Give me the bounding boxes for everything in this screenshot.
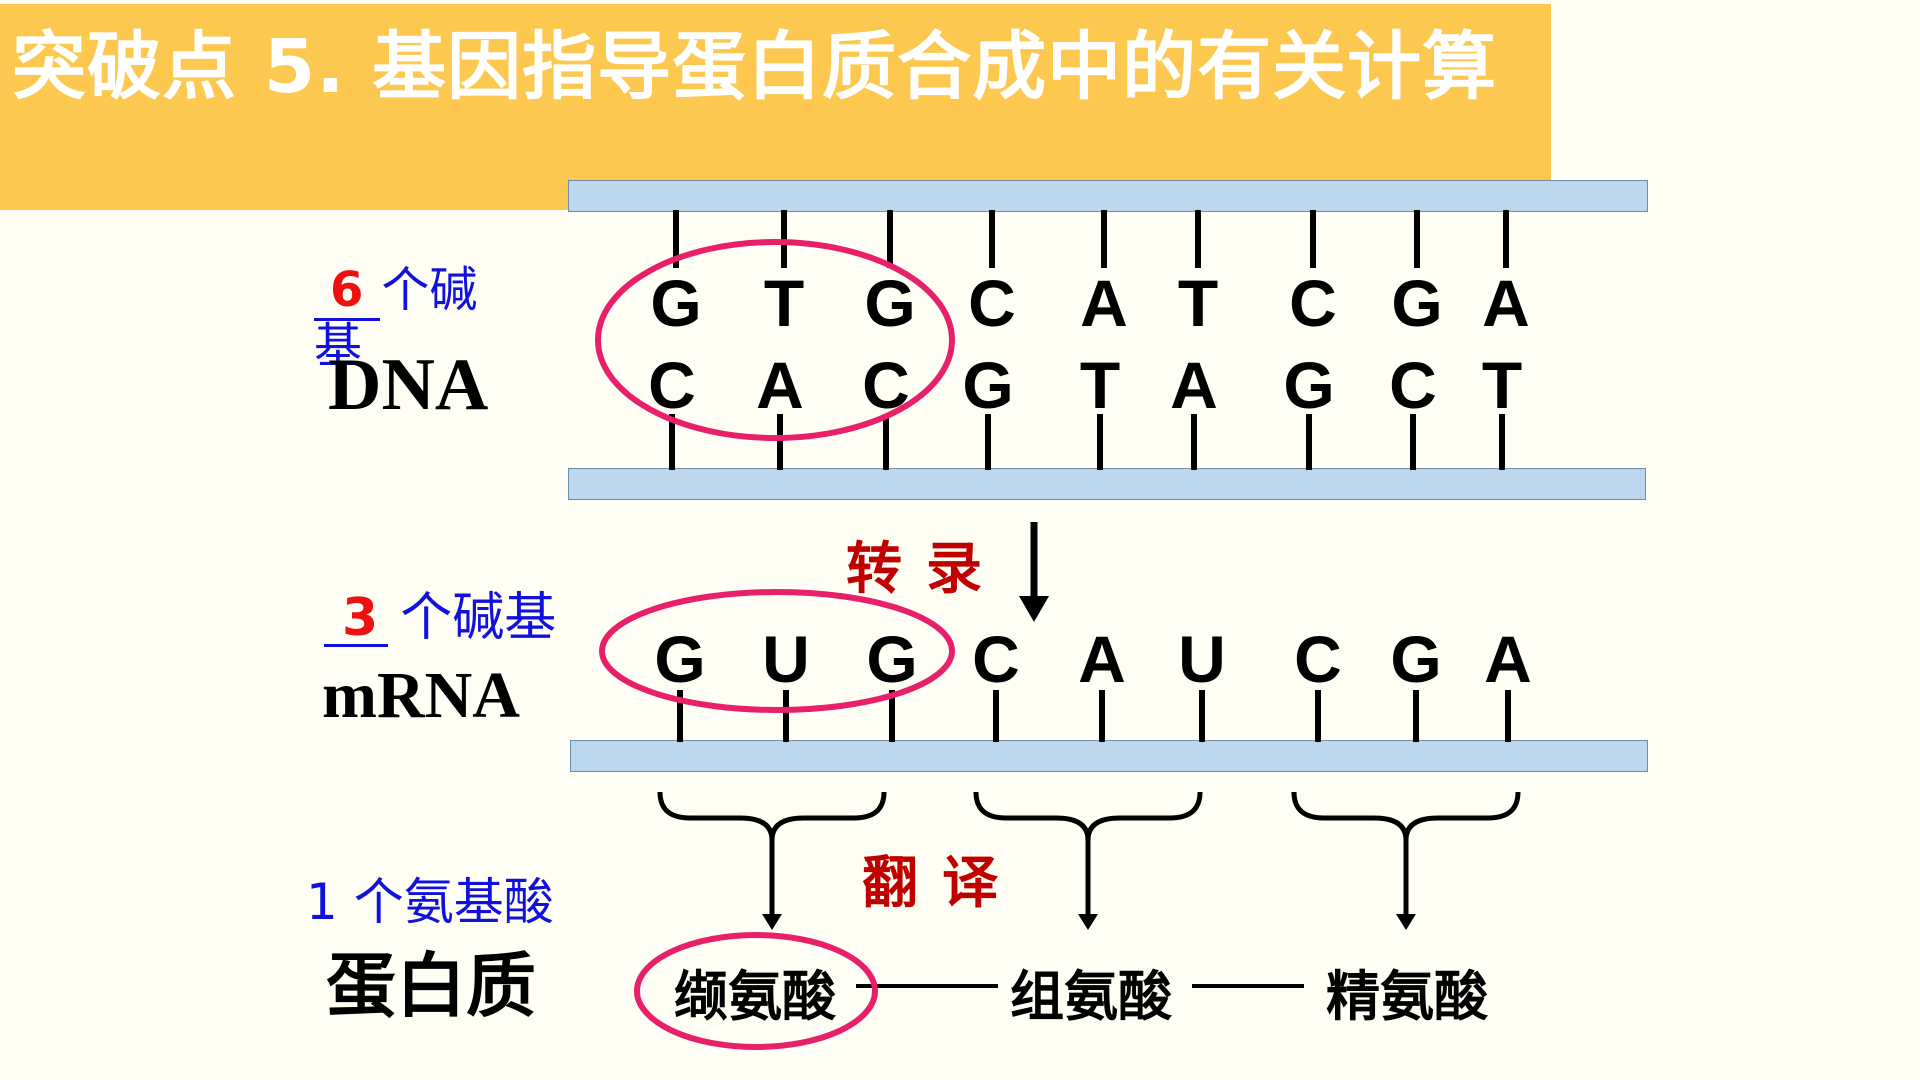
dna-bottom-bond xyxy=(669,414,675,470)
mrna-base: G xyxy=(654,622,706,696)
dna-bottom-base: T xyxy=(1079,348,1121,422)
mrna-base: A xyxy=(1078,622,1126,696)
mrna-base: U xyxy=(762,622,810,696)
dna-top-base: G xyxy=(650,266,702,340)
mrna-bond xyxy=(677,690,683,742)
dna-codon-highlight xyxy=(595,239,955,441)
mrna-bond xyxy=(1505,690,1511,742)
dna-top-base: G xyxy=(1391,266,1443,340)
mrna-base: U xyxy=(1178,622,1226,696)
mrna-bond xyxy=(1199,690,1205,742)
peptide-bond-1 xyxy=(856,984,998,988)
mrna-count-number: 3 xyxy=(342,588,379,648)
dna-bottom-bond xyxy=(1191,414,1197,470)
dna-bottom-base: C xyxy=(648,348,696,422)
amino-acid-count: 1 个氨基酸 xyxy=(306,873,554,931)
dna-top-base: T xyxy=(1177,266,1219,340)
mrna-count-underline xyxy=(324,644,388,647)
mrna-base: C xyxy=(972,622,1020,696)
dna-bottom-bond xyxy=(1097,414,1103,470)
mrna-base-count: 3 个碱基 xyxy=(324,588,556,648)
dna-top-base: G xyxy=(864,266,916,340)
dna-top-base: C xyxy=(1289,266,1337,340)
mrna-strand xyxy=(570,740,1648,772)
dna-bottom-base: T xyxy=(1481,348,1523,422)
mrna-bond xyxy=(1315,690,1321,742)
dna-top-bond xyxy=(781,210,787,268)
dna-top-base: C xyxy=(968,266,1016,340)
mrna-count-suffix: 个碱基 xyxy=(400,588,557,648)
dna-top-bond xyxy=(673,210,679,268)
dna-bottom-bond xyxy=(985,414,991,470)
dna-top-base: A xyxy=(1482,266,1530,340)
mrna-bond xyxy=(889,690,895,742)
dna-top-bond xyxy=(1195,210,1201,268)
transcription-arrow xyxy=(1019,522,1049,622)
dna-top-bond xyxy=(1414,210,1420,268)
amino-acid-1: 缬氨酸 xyxy=(674,964,836,1028)
dna-bottom-base: A xyxy=(756,348,804,422)
dna-count-suffix: 个碱基 xyxy=(314,262,478,374)
codon-arrow-2 xyxy=(1078,914,1098,930)
dna-top-bond xyxy=(1101,210,1107,268)
dna-count-number: 6 xyxy=(330,262,364,318)
dna-bottom-bond xyxy=(1306,414,1312,470)
mrna-bond xyxy=(783,690,789,742)
title-bar: 突破点 5. 基因指导蛋白质合成中的有关计算 xyxy=(0,4,1551,210)
amino-acid-3: 精氨酸 xyxy=(1326,964,1488,1028)
dna-top-bond xyxy=(887,210,893,268)
codon-brace-2 xyxy=(973,791,1203,918)
codon-arrow-1 xyxy=(762,914,782,930)
dna-top-bond xyxy=(989,210,995,268)
codon-brace-3 xyxy=(1291,791,1521,918)
mrna-bond xyxy=(993,690,999,742)
transcription-label: 转录 xyxy=(846,537,1006,602)
amino-acid-highlight xyxy=(634,932,878,1050)
slide-title: 突破点 5. 基因指导蛋白质合成中的有关计算 xyxy=(12,24,1498,110)
amino-acid-2: 组氨酸 xyxy=(1010,964,1172,1028)
dna-bottom-bond xyxy=(1410,414,1416,470)
mrna-codon-highlight xyxy=(599,589,955,713)
dna-bottom-base: G xyxy=(1283,348,1335,422)
dna-label: DNA xyxy=(328,344,489,426)
dna-bottom-bond xyxy=(883,414,889,470)
mrna-base: G xyxy=(866,622,918,696)
dna-bottom-base: C xyxy=(1389,348,1437,422)
mrna-bond xyxy=(1413,690,1419,742)
dna-top-base: T xyxy=(763,266,805,340)
protein-label: 蛋白质 xyxy=(326,944,536,1027)
dna-bottom-bond xyxy=(1499,414,1505,470)
translation-label: 翻译 xyxy=(862,851,1022,916)
mrna-bond xyxy=(1099,690,1105,742)
dna-top-strand xyxy=(568,180,1648,212)
mrna-base: G xyxy=(1390,622,1442,696)
mrna-label: mRNA xyxy=(322,659,520,732)
dna-bottom-base: A xyxy=(1170,348,1218,422)
mrna-base: C xyxy=(1294,622,1342,696)
dna-top-bond xyxy=(1503,210,1509,268)
dna-bottom-strand xyxy=(568,468,1646,500)
dna-bottom-bond xyxy=(777,414,783,470)
peptide-bond-2 xyxy=(1192,984,1304,988)
mrna-base: A xyxy=(1484,622,1532,696)
dna-top-bond xyxy=(1310,210,1316,268)
codon-arrow-3 xyxy=(1396,914,1416,930)
dna-bottom-base: G xyxy=(962,348,1014,422)
dna-top-base: A xyxy=(1080,266,1128,340)
codon-brace-1 xyxy=(657,791,887,918)
dna-count-underline xyxy=(314,318,380,321)
